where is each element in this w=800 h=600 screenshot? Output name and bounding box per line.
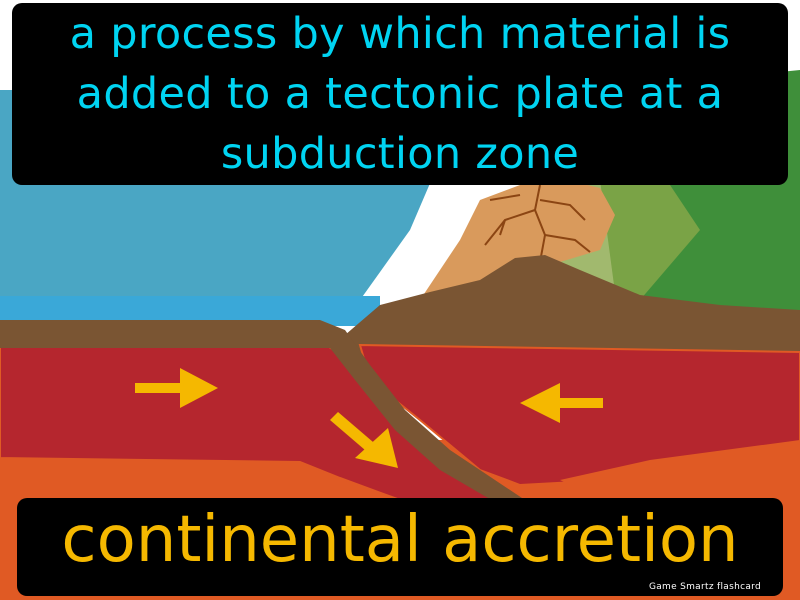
continental-crust — [345, 255, 800, 355]
definition-text: a process by which material is added to … — [69, 9, 731, 179]
term-banner: continental accretion Game Smartz flashc… — [17, 498, 783, 596]
term-text: continental accretion — [61, 503, 739, 577]
push-right-arrow-icon — [135, 368, 218, 408]
subduct-down-arrow-icon — [330, 412, 398, 468]
definition-banner: a process by which material is added to … — [12, 3, 788, 185]
mantle-upwelling — [560, 440, 800, 505]
volcano — [420, 182, 615, 300]
push-left-arrow-icon — [520, 383, 603, 423]
magma-veins — [484, 184, 591, 263]
oceanic-sediment-layer — [0, 320, 525, 505]
brand-label: Game Smartz flashcard — [648, 582, 761, 592]
